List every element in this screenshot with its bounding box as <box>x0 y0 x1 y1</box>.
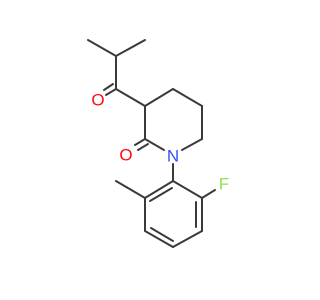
bond-lactam-co-2 <box>137 143 149 151</box>
bond-c6-n <box>181 138 203 151</box>
bond-aryl-methyl <box>115 180 146 199</box>
oxygen-lactam-label: O <box>119 146 132 165</box>
bond-ch-methyl2 <box>115 39 146 57</box>
fluorine-label: F <box>219 175 229 194</box>
bond-ar3-ar4-inner <box>150 227 174 242</box>
structure-canvas: O O N F <box>87 39 230 248</box>
bond-lactam-co-1 <box>134 138 146 146</box>
oxygen-ketone-label: O <box>91 91 104 110</box>
bond-ketone-co-2 <box>103 83 114 91</box>
bond-ar3-ar4 <box>144 230 174 248</box>
bond-carbonyl-c3 <box>115 88 146 107</box>
nitrogen-label: N <box>167 147 179 166</box>
bond-c3-c4 <box>144 88 174 107</box>
bond-ar1-ar2-inner <box>149 187 173 202</box>
bond-c4-c5 <box>172 88 203 107</box>
bond-ketone-co-1 <box>105 88 117 96</box>
bond-aryl-fluorine <box>201 189 216 199</box>
bond-ar4-ar5 <box>172 230 203 248</box>
bond-methyl1-ch <box>87 39 117 57</box>
bond-n-c2 <box>144 138 165 151</box>
bond-ar1-ar2 <box>144 180 174 199</box>
bond-ar6-ar1 <box>172 180 203 199</box>
molecule-structure: O O N F <box>87 39 229 248</box>
